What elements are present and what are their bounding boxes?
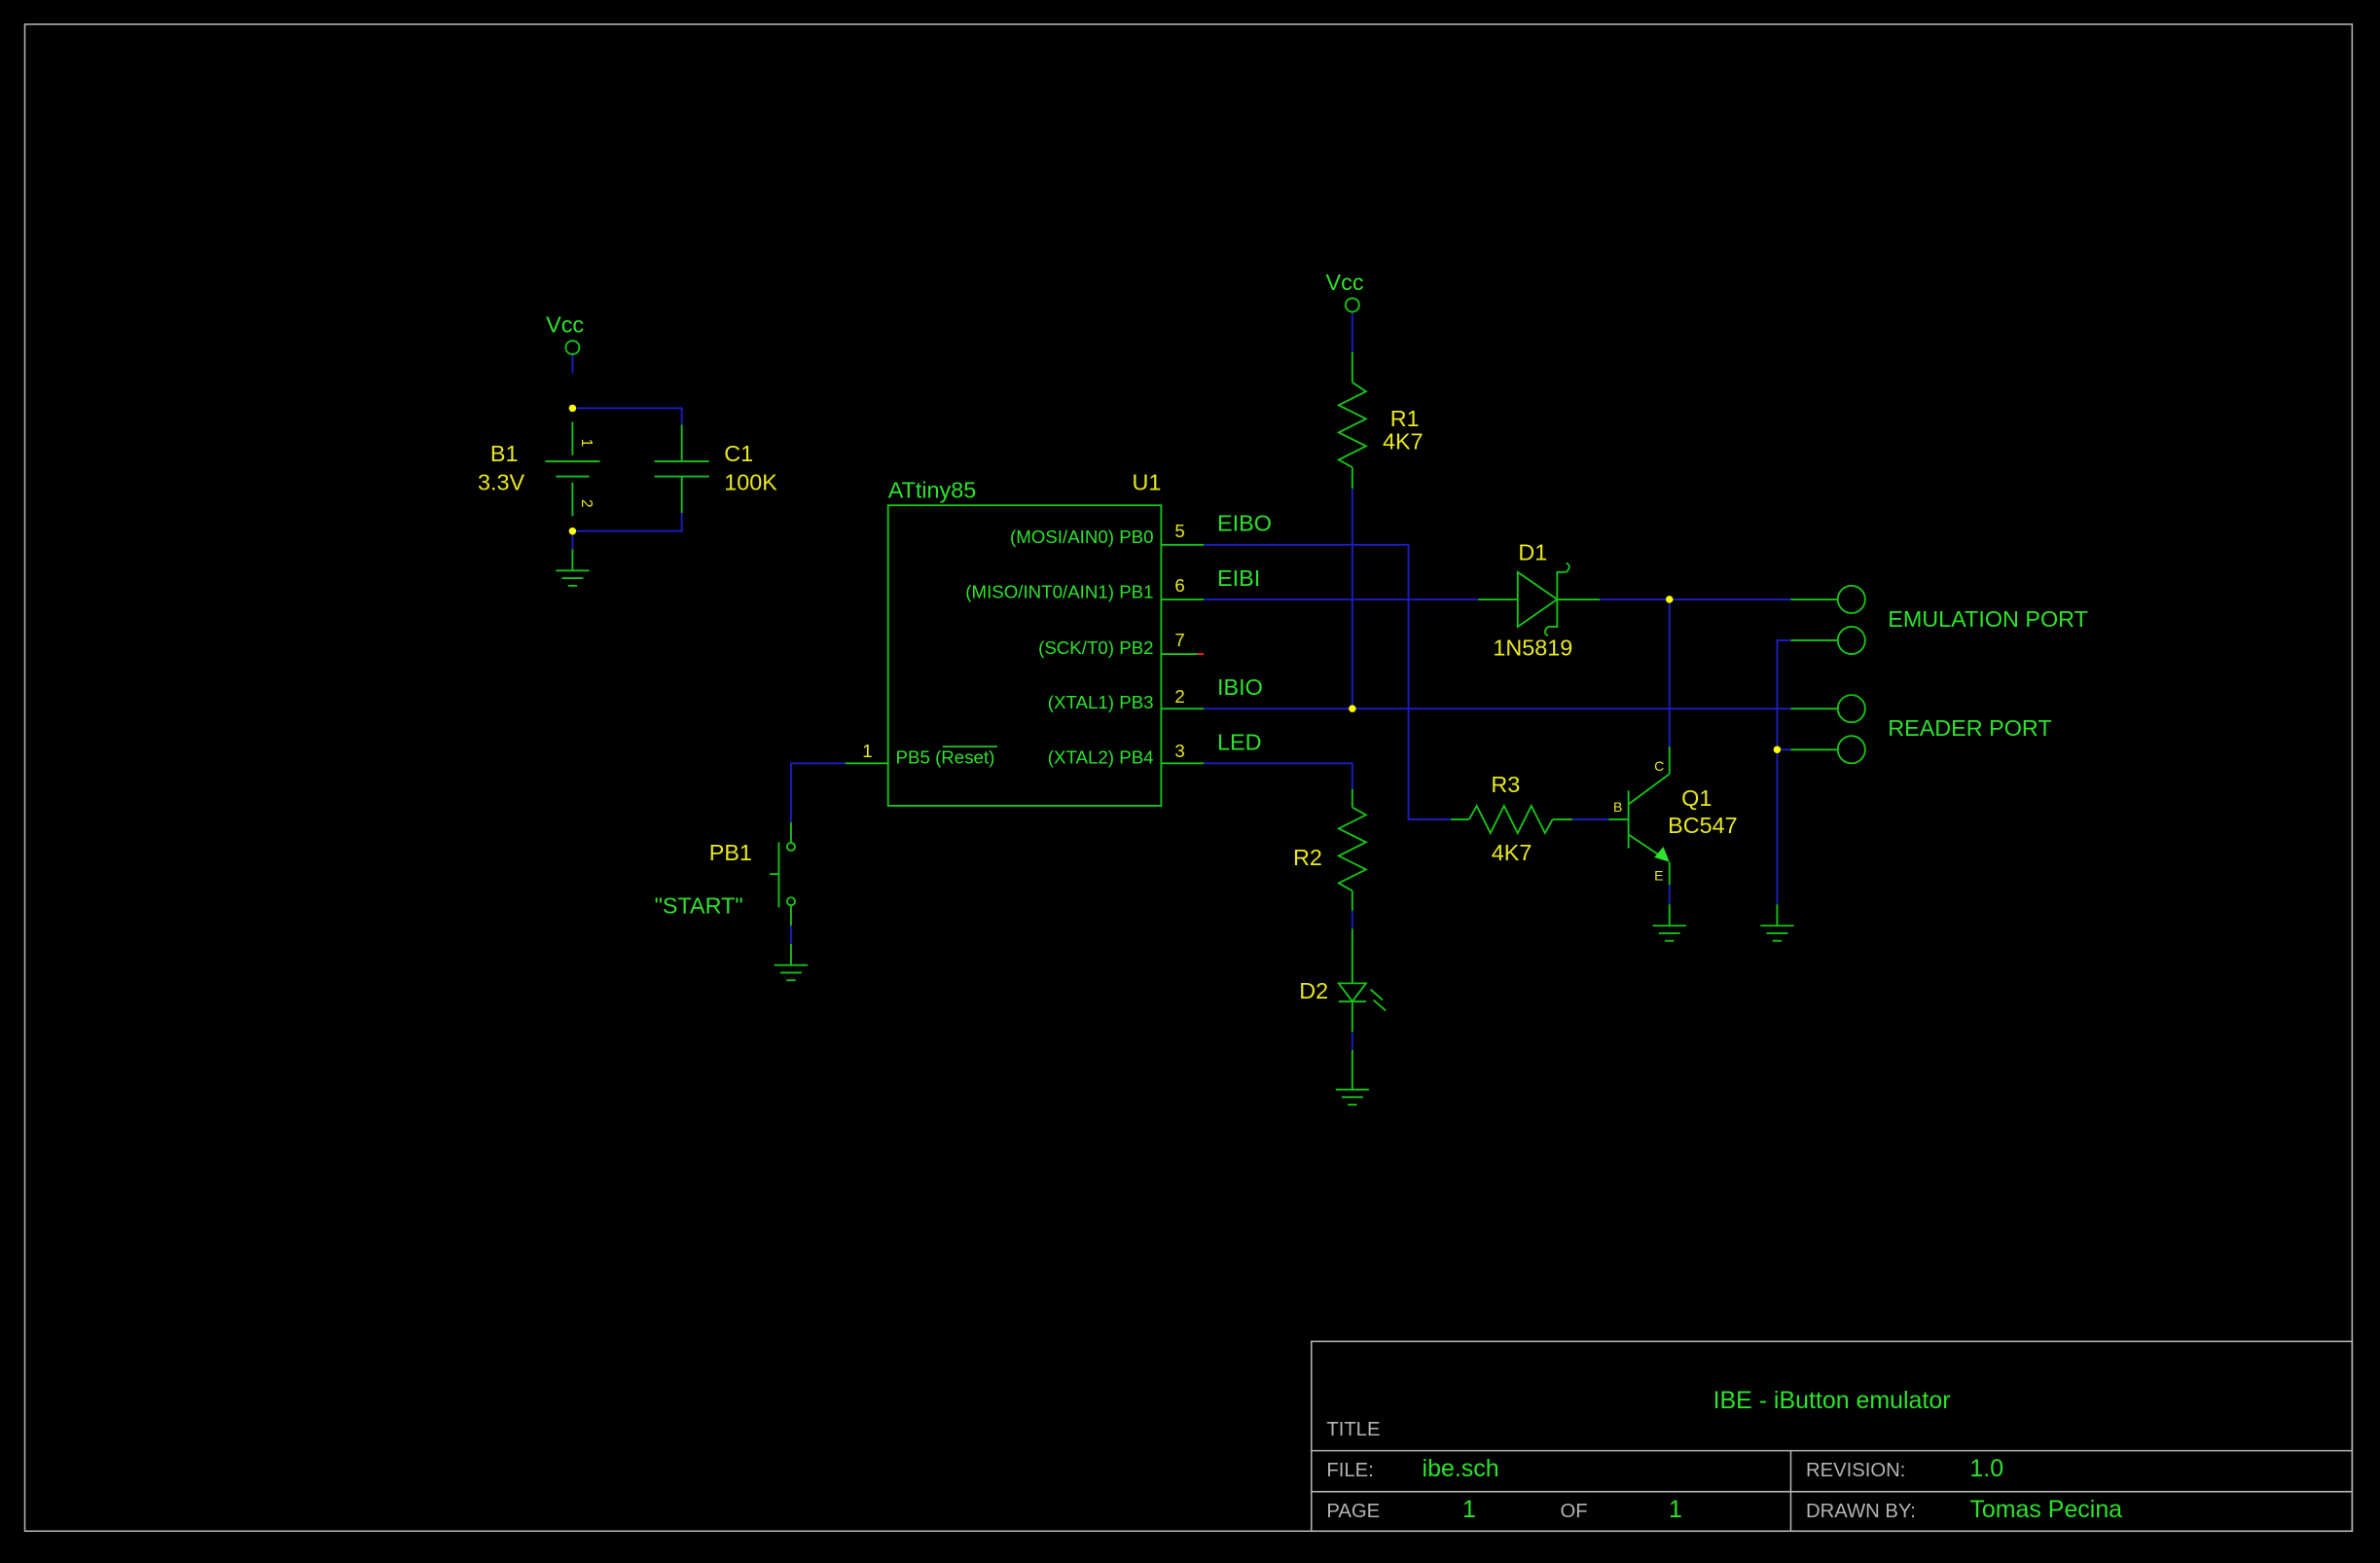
u1-pinnum-pb0: 5 [1174,521,1184,541]
u1-pin-pb5-name: PB5 [896,746,930,767]
q1-pin-e: E [1654,867,1663,883]
d2-ref: D2 [1299,978,1328,1003]
led-d2 [1336,928,1387,1033]
title-label: TITLE [1326,1419,1380,1440]
r3-value: 4K7 [1492,840,1533,865]
ground-b1 [556,549,590,587]
u1-pin-pb1: (MISO/INT0/AIN1) PB1 [965,581,1153,601]
u1-body [886,504,1163,807]
u1-pinnum-pb5: 1 [862,741,872,761]
q1-value: BC547 [1668,813,1737,838]
u1-pinnum-pb2: 7 [1174,630,1184,650]
drawn-by-label: DRAWN BY: [1806,1501,1916,1522]
revision-value: 1.0 [1969,1455,2003,1482]
revision-label: REVISION: [1806,1460,1905,1481]
net-led: LED [1217,729,1261,754]
resistor-r1 [1336,351,1368,490]
ground-reader [1760,904,1794,942]
q1-ref: Q1 [1681,785,1712,811]
resistor-r2 [1336,788,1368,911]
vcc-label-right: Vcc [1326,270,1364,295]
capacitor-c1 [654,424,709,514]
u1-pin-pb3: (XTAL1) PB3 [1048,692,1154,712]
r1-value: 4K7 [1383,429,1424,454]
file-value: ibe.sch [1423,1455,1499,1482]
diode-d1 [1478,562,1600,637]
capacitor-ref: C1 [724,441,753,466]
reader-port-label: READER PORT [1888,715,2051,741]
emulation-port-label: EMULATION PORT [1888,606,2088,632]
page-label: PAGE [1326,1501,1380,1522]
resistor-r3 [1451,803,1572,836]
pushbutton-pb1 [770,822,796,927]
sheet-border [23,23,2354,1533]
ground-d2 [1335,1049,1369,1107]
battery-pin1: 1 [578,439,595,448]
q1-emitter-arrow [1654,847,1670,862]
drawn-by-value: Tomas Pecina [1969,1496,2122,1523]
vcc-label-left: Vcc [546,311,584,337]
u1-pin-pb4: (XTAL2) PB4 [1048,746,1154,767]
u1-pin-lines [846,543,1205,765]
net-ibio: IBIO [1217,674,1263,700]
page-value: 1 [1462,1496,1476,1523]
title-block [1310,1340,2354,1533]
battery-b1 [545,421,600,517]
wires [571,312,1791,1050]
q1-pin-c: C [1654,758,1664,774]
file-label: FILE: [1326,1460,1373,1481]
r3-ref: R3 [1491,772,1520,797]
r2-ref: R2 [1293,845,1322,870]
battery-ref: B1 [490,441,519,466]
u1-pinnum-pb3: 2 [1174,686,1184,707]
of-label: OF [1560,1501,1587,1522]
net-eibo: EIBO [1217,511,1272,536]
net-eibi: EIBI [1217,565,1260,591]
u1-ref: U1 [1132,470,1161,495]
u1-pinnum-pb1: 6 [1174,575,1184,596]
u1-part: ATtiny85 [888,477,977,502]
pb1-ref: PB1 [709,840,752,865]
vcc-symbol-right [1344,297,1360,313]
ground-pb1 [774,943,809,982]
u1-pin-pb2: (SCK/T0) PB2 [1038,637,1153,658]
ground-symbols [556,549,1794,1107]
title-value: IBE - iButton emulator [1713,1387,1951,1414]
u1-pin-pb5-reset: (Reset) [935,746,994,767]
d1-ref: D1 [1518,539,1547,564]
junctions [568,404,1782,753]
u1-pinnum-pb4: 3 [1174,741,1184,761]
pb1-value: "START" [655,893,743,919]
q1-pin-b: B [1613,799,1622,815]
port-terminals [1790,584,1866,765]
d1-value: 1N5819 [1493,636,1572,661]
u1-pin-pb0: (MOSI/AIN0) PB0 [1010,527,1154,547]
ground-q1 [1652,904,1686,942]
u1-pin-pb5: PB5 (Reset) [896,746,995,767]
battery-pin2: 2 [578,499,595,508]
vcc-symbol-left [564,340,581,356]
r1-ref: R1 [1390,406,1420,431]
of-value: 1 [1669,1496,1682,1523]
battery-value: 3.3V [478,470,524,495]
capacitor-value: 100K [724,470,777,495]
